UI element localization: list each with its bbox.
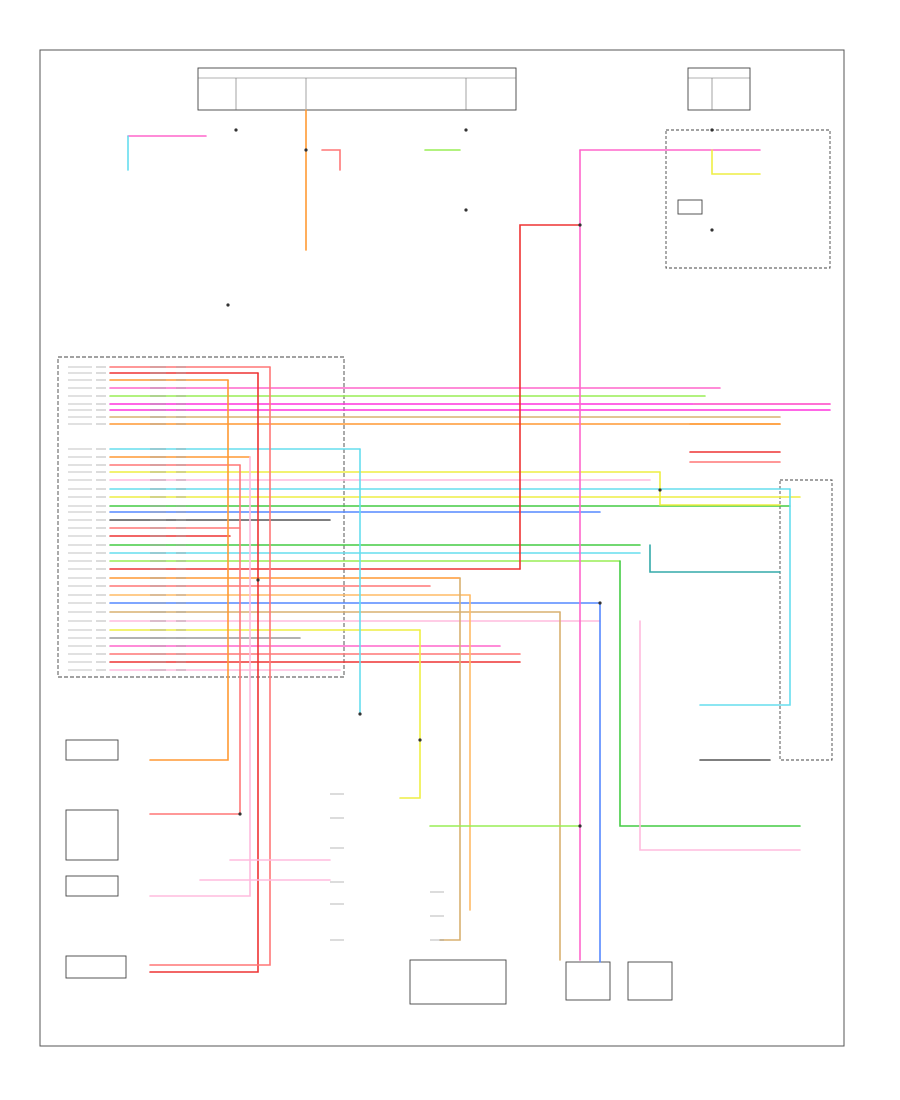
trunk-cyan-2 — [699, 488, 791, 706]
torque-converter-clutch — [65, 809, 119, 861]
splice-dot — [598, 601, 602, 605]
wires-layer — [109, 109, 831, 973]
splice-dot — [578, 223, 582, 227]
trunk-lt-pink — [149, 456, 251, 897]
pcm-module — [57, 356, 345, 678]
splice-dot — [358, 712, 362, 716]
trunk-teal — [649, 544, 781, 573]
splice-dot — [464, 128, 468, 132]
trunk-pink-4 — [639, 620, 801, 851]
splice-dot — [234, 128, 238, 132]
trunk-green — [619, 560, 801, 827]
fuse-panel-top-right — [687, 67, 751, 111]
turbine-shaft-speed-sensor — [627, 961, 673, 1001]
trunk-yellow — [399, 629, 421, 799]
splice-dot — [578, 824, 582, 828]
splice-dot — [238, 812, 242, 816]
splice-dot — [256, 578, 260, 582]
trunk-salmon — [149, 464, 241, 815]
trunk-orange — [149, 379, 229, 761]
splice-dot — [464, 208, 468, 212]
digital-tr-sensor — [779, 479, 833, 761]
trans-fluid-temp-sensor — [65, 739, 119, 761]
throttle-position-sensor — [409, 959, 507, 1005]
splice-dot — [418, 738, 422, 742]
trunk-red — [149, 372, 259, 973]
fuse-panel-top — [197, 67, 517, 111]
shift-solenoid-pack — [65, 955, 127, 979]
trunk-yellow-top — [711, 149, 761, 175]
splice-dot — [710, 228, 714, 232]
splices-layer — [226, 128, 714, 828]
splice-dot — [304, 148, 308, 152]
relay-coil — [677, 199, 703, 215]
labels-layer — [68, 366, 444, 941]
trunk-tan — [439, 577, 461, 941]
trunk-yellow-2 — [659, 471, 781, 506]
diagram-frame — [39, 49, 845, 1047]
power-relay-box — [665, 129, 831, 269]
trunk-salmon-top — [321, 149, 341, 171]
splice-dot — [710, 128, 714, 132]
trunk-pink — [149, 366, 271, 966]
trunk-red-2 — [519, 224, 581, 570]
output-shaft-speed-sensor — [565, 961, 611, 1001]
electronic-pressure-control — [65, 875, 119, 897]
splice-dot — [226, 303, 230, 307]
splice-dot — [658, 488, 662, 492]
